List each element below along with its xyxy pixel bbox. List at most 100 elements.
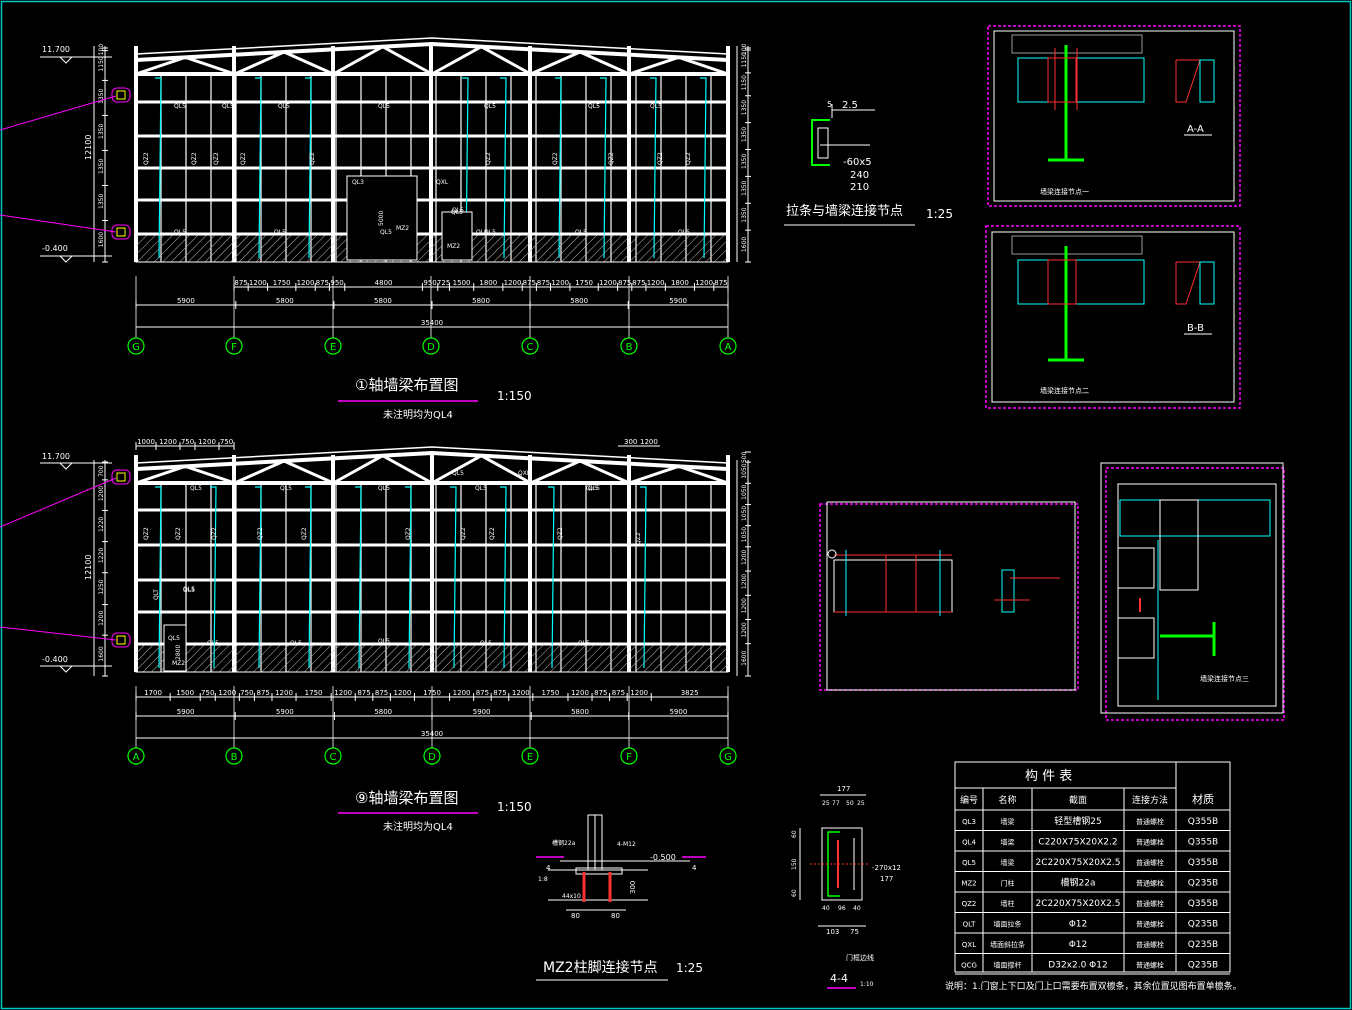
detail-a-caption: 墙梁连接节点一 [1040, 187, 1089, 196]
table-cell: MZ2 [961, 880, 976, 888]
s44-dim-b: 77 [832, 800, 840, 807]
member-label: QL5 [586, 485, 598, 492]
dimension-text: 5800 [374, 708, 392, 716]
axis-bubble [620, 747, 638, 765]
table-cell: 轻型槽钢25 [1054, 815, 1101, 827]
member-label: QL5 [452, 470, 464, 477]
table-cell: Q235B [1188, 961, 1218, 971]
s44-label: 门框边线 [846, 953, 874, 962]
member-label: MZ2 [172, 660, 185, 667]
member-label: QZ2 [685, 152, 692, 165]
dimension-text: 1220 [98, 548, 105, 563]
member-label: QL5 [174, 103, 186, 110]
dimension-text: 875 [618, 279, 631, 287]
member-label: QZ2 [657, 152, 664, 165]
table-cell: 槽钢22a [1061, 877, 1096, 889]
table-cell: 墙柱 [1001, 899, 1015, 908]
table-cell: 墙面拉条 [994, 920, 1022, 929]
elev9-top-elevation-marker: 11.700 [40, 452, 112, 470]
axis-label: E [527, 752, 533, 763]
table-cell: Φ12 [1069, 920, 1088, 930]
elev9-leader-1 [0, 477, 117, 528]
elev1-bottom-elevation-marker: -0.400 [40, 244, 112, 263]
dimension-text: 1200 [334, 689, 352, 697]
member-label: QL5 [274, 229, 286, 236]
dimension-text: 725 [437, 279, 450, 287]
s44-dim-40b: 40 [853, 905, 861, 912]
table-cell: 普通螺栓 [1136, 920, 1164, 929]
mz2-dim-80a: 80 [571, 912, 580, 920]
purlin-plate-dim: -60x5 [843, 157, 872, 168]
mz2-base-node: 4 4 -0.500 槽钢22a 4-M12 1:8 44x10 80 80 3… [536, 814, 706, 981]
member-label: QZ2 [240, 152, 247, 165]
table-cell: Q235B [1188, 879, 1218, 889]
dimension-text: 1200 [630, 689, 648, 697]
elev1-title: ①轴墙梁布置图 [355, 376, 458, 394]
axis-bubble [422, 337, 440, 355]
dimension-text: 5900 [177, 708, 195, 716]
member-label: QL5 [378, 485, 390, 492]
dimension-text: 1350 [741, 127, 748, 142]
dimension-text: 875 [316, 279, 329, 287]
dimension-text: 1050 [741, 527, 748, 542]
dimension-text: 3825 [681, 689, 699, 697]
table-header: 截面 [1069, 794, 1087, 806]
elev9-bottom-elevation-marker: -0.400 [40, 655, 112, 673]
dimension-text: 1200 [741, 550, 748, 565]
dimension-text: 875 [234, 279, 247, 287]
s44-plate: -270x12 [872, 864, 901, 872]
dimension-text: 5900 [669, 708, 687, 716]
purlin-node-detail: 5 2.5 -60x5 240 210 拉条与墙梁连接节点 1:25 [784, 100, 953, 226]
dimension-text: 1500 [453, 279, 471, 287]
dimension-text: 875 [594, 689, 607, 697]
s44-title: 4-4 [830, 972, 848, 985]
mz2-title: MZ2柱脚连接节点 [543, 959, 658, 976]
s44-dim-d: 25 [857, 800, 865, 807]
member-label: QL5 [578, 640, 590, 647]
table-cell: QXL [962, 941, 976, 949]
dimension-text: 5800 [570, 297, 588, 305]
dimension-text: 1750 [541, 689, 559, 697]
dimension-text: 1200 [218, 689, 236, 697]
dimension-text: 1750 [575, 279, 593, 287]
member-label: QZ2 [608, 152, 615, 165]
table-cell: 墙面斜拉条 [990, 940, 1025, 949]
member-label: QL5 [174, 229, 186, 236]
dimension-text: 100 [98, 44, 105, 56]
table-cell: 普通螺栓 [1136, 961, 1164, 970]
purlin-node-title: 拉条与墙梁连接节点 [786, 203, 903, 219]
dimension-text: 1200 [695, 279, 713, 287]
purlin-dim-240: 240 [850, 170, 869, 181]
member-label: QL5 [380, 229, 392, 236]
dimension-text: 1200 [393, 689, 411, 697]
axis-label: F [626, 752, 632, 763]
elev1-callout-bottom [111, 224, 131, 240]
mz2-scale: 1:25 [676, 961, 703, 975]
member-label: QL5 [452, 207, 464, 214]
member-label: QL5 [451, 209, 463, 216]
dimension-text: 950 [423, 279, 436, 287]
axis-bubble [127, 337, 145, 355]
purlin-dim-210: 210 [850, 182, 869, 193]
s44-dim-96: 96 [838, 905, 846, 912]
dimension-text: 1200 [741, 574, 748, 589]
dimension-text: 4800 [375, 279, 393, 287]
table-cell: 普通螺栓 [1136, 879, 1164, 888]
dimension-text: 1200 [249, 279, 267, 287]
table-cell: 2C220X75X20X2.5 [1036, 899, 1121, 909]
dimension-text: 1250 [98, 579, 105, 594]
member-label: QZ2 [552, 152, 559, 165]
dimension-text: 1200 [159, 438, 177, 446]
dimension-text: 1200 [504, 279, 522, 287]
dimension-text: 5800 [276, 297, 294, 305]
member-label: QL5 [222, 103, 234, 110]
member-label: QZ2 [489, 527, 496, 540]
dimension-text: 1750 [273, 279, 291, 287]
dimension-text: 875 [256, 689, 269, 697]
table-cell: 墙梁 [1001, 838, 1015, 847]
dimension-text: 1350 [98, 123, 105, 138]
table-cell: Q355B [1188, 838, 1218, 848]
table-cell: QL3 [962, 818, 976, 826]
